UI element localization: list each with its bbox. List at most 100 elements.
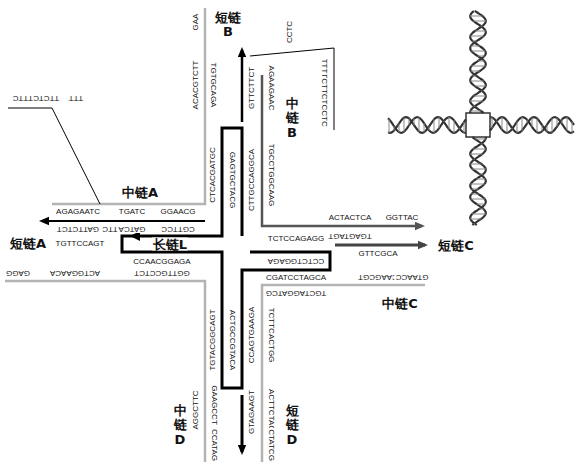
base-pair [557,118,558,127]
base-pair [471,199,485,200]
helix-illustration [388,11,574,225]
base-pair [470,36,484,37]
base-pair [474,224,476,225]
base-pair [454,120,455,133]
base-pair [424,123,425,132]
base-pair [470,219,481,220]
sequence-label: ACTGGAACA [49,269,101,277]
sequence-label: TCTCCAGAGG [267,235,325,243]
base-pair [473,21,486,22]
short-strand [241,395,244,452]
short-strand [42,220,205,222]
base-pair [444,121,445,122]
sequence-label: TGAGTAGT [327,232,372,240]
sequence-label: TTCTCTTTC [12,94,61,102]
helix-strand [490,117,574,133]
sequence-label: TTC [101,225,119,233]
helix-strand [470,137,486,225]
sequence-label: AGAAGAAC [267,65,275,112]
base-pair [399,123,400,132]
base-pair [470,16,482,17]
base-pair [470,101,483,102]
long-strand [122,128,330,388]
strand-name: 短链B [214,11,241,40]
base-pair [547,125,548,132]
sequence-label: CCAACGGAGA [132,258,191,266]
sequence-label: GAAGCCT [210,384,218,426]
sequence-label: AGAGAATC [55,208,101,216]
base-pair [471,194,478,195]
sequence-label: GGAACG [159,208,196,216]
base-pair [474,159,475,160]
sequence-label: TGTACGGCAGT [209,308,217,371]
base-pair [476,204,485,205]
sequence-label: ACTTCTAC [267,388,275,432]
base-pair [439,117,440,128]
base-pair [517,122,518,133]
arrowhead [238,47,246,57]
base-pair [478,56,485,57]
sequence-label: GAGG [5,269,31,277]
base-pair [502,117,503,130]
base-pair [481,91,482,92]
sequence-label: CTTGCCAGGCA [248,148,256,212]
sequence-label: GTTCGCA [357,250,398,258]
sequence-label: CAAGCGT [357,273,399,281]
sequence-label: AGGCTTC [192,389,200,430]
base-pair [522,117,523,131]
helix-strand [470,11,486,113]
helix-strand [470,137,486,225]
base-pair [497,121,498,123]
sequence-label: GATTCTCT [56,225,100,233]
sequence-label: GTAGAAGT [248,389,256,435]
arrowhead [418,241,428,249]
strand-name: 中链B [286,97,299,140]
base-pair [449,117,450,129]
base-pair [512,128,513,129]
sequence-label: CCATAG [210,428,218,462]
base-pair [507,121,508,133]
medium-strand [5,281,205,462]
short-strand [335,244,425,247]
base-pair [473,149,486,150]
sequence-label: TCTTCTCCTC [320,72,328,127]
sequence-label: TGCTAGGATCG [265,289,328,297]
base-pair [472,214,486,215]
sequence-label: TCTTCACTGG [267,307,275,364]
base-pair [478,61,484,62]
base-pair [476,179,485,180]
base-pair [475,86,486,87]
sequence-label: TTT [68,94,85,102]
short-strand [241,50,244,122]
medium-strand [52,8,205,204]
sequence-label: ACACGTCTT [192,60,200,111]
strand-name: 中链A [121,186,159,199]
arrowhead [238,445,246,455]
base-pair [474,96,486,97]
base-pair [472,41,476,42]
base-pair [537,118,538,132]
sequence-label: CCAGTGAAGA [248,306,256,364]
base-pair [471,46,480,47]
base-pair [472,189,478,190]
base-pair [459,128,460,130]
base-pair [464,122,465,133]
strand-name: 短链C [437,239,475,252]
base-pair [481,144,483,145]
sequence-label: GGTTAC [385,214,420,222]
base-pair [394,126,395,130]
strand-name: 长链L [152,238,188,251]
base-pair [472,169,486,170]
base-pair [475,31,486,32]
arrowhead [415,222,425,230]
base-pair [389,119,390,133]
sequence-label: CTCACGATGC [209,146,217,203]
base-pair [572,122,573,133]
base-pair [470,81,484,82]
sequence-label: TGTGCAGA [209,62,217,109]
base-pair [474,11,475,12]
sequence-label: ACTGCCGTACA [228,309,236,372]
sequence-label: TGTTCCAGT [55,240,106,248]
base-pair [492,117,493,128]
